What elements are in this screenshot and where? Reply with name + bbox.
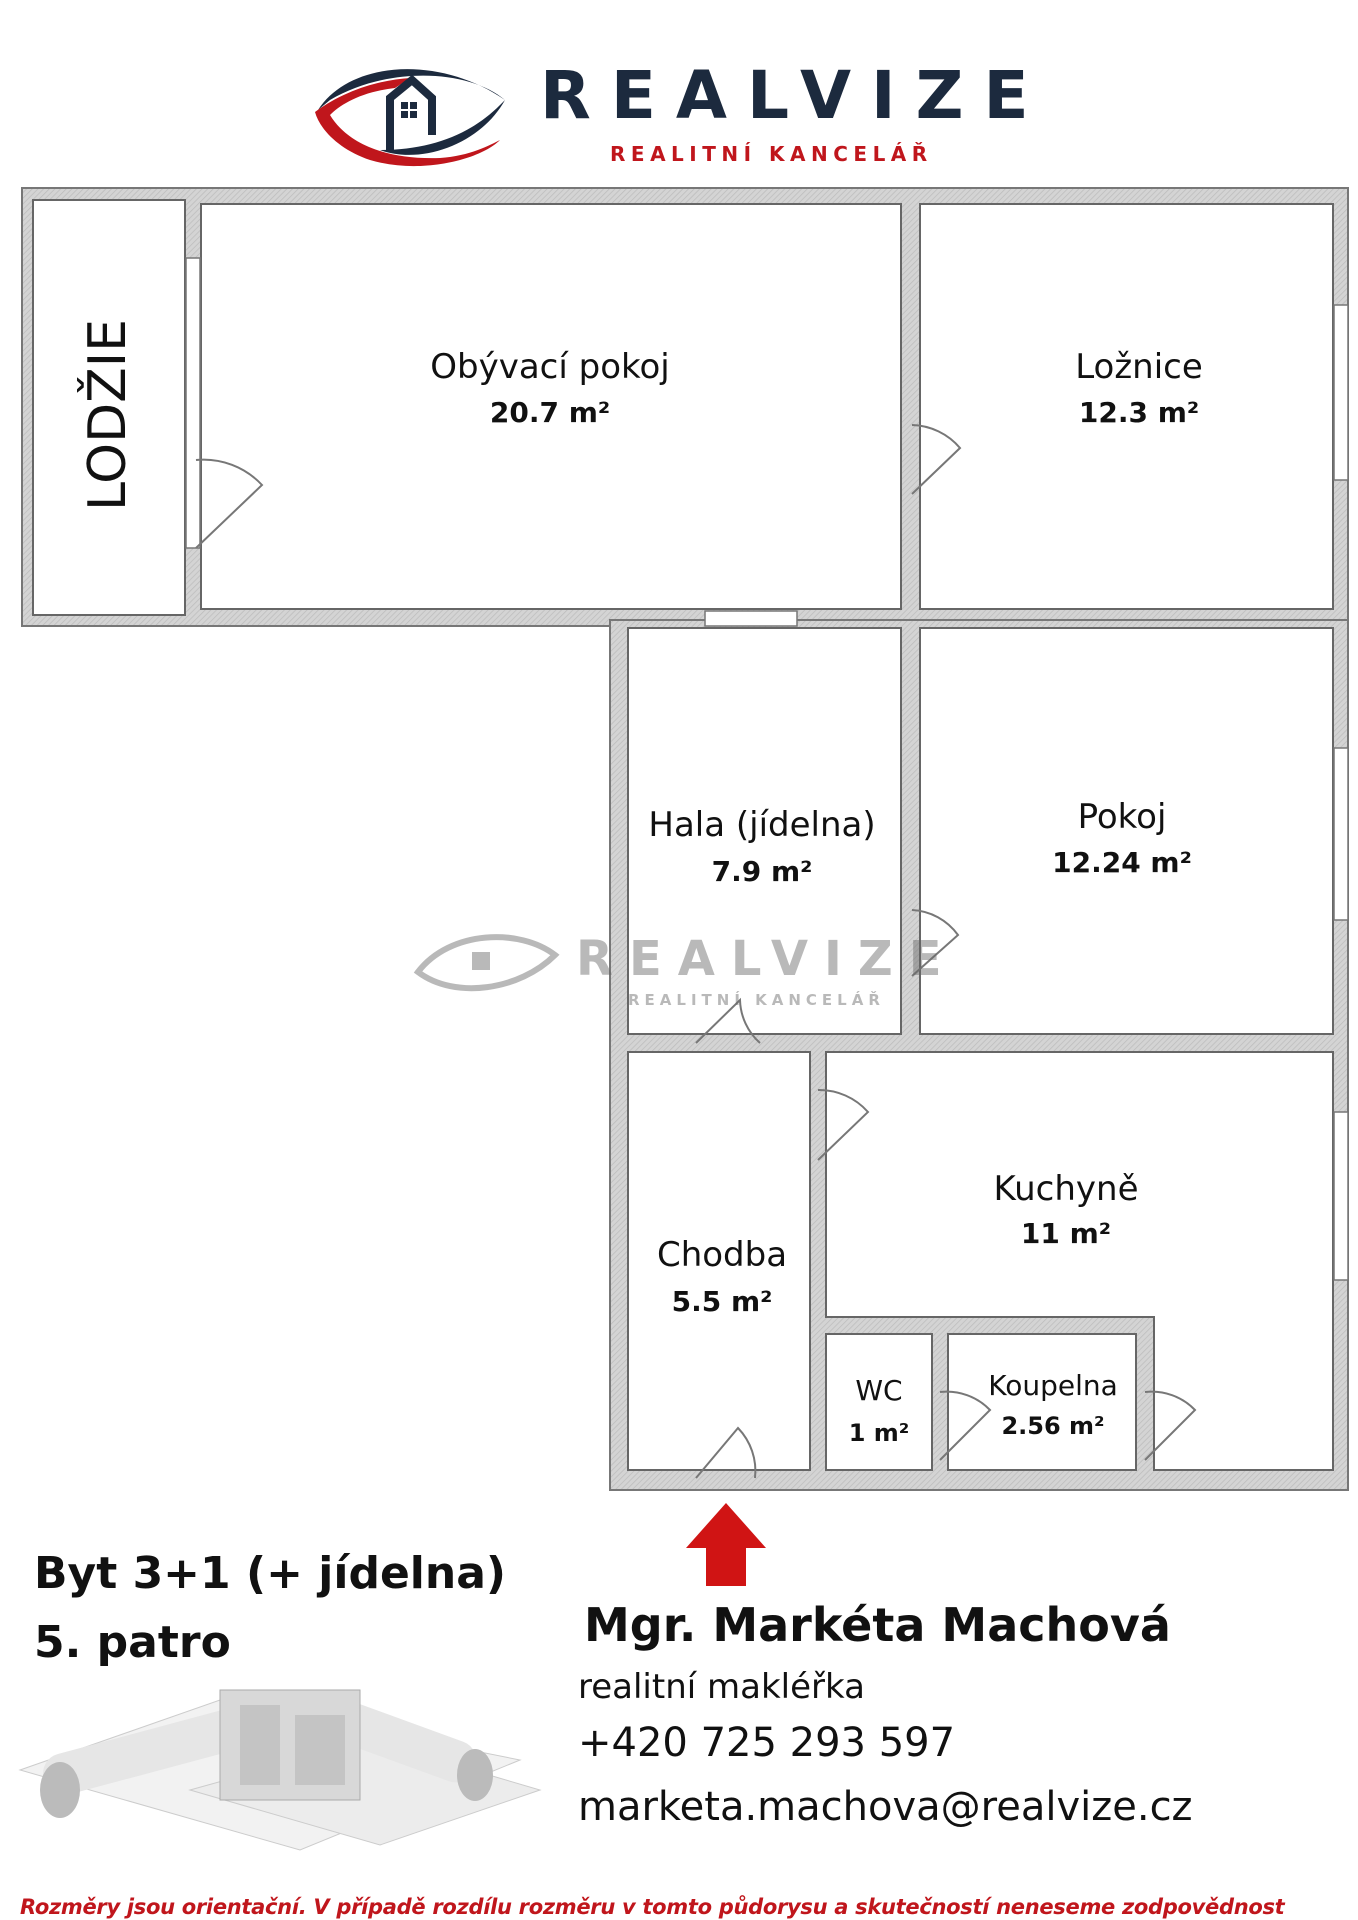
disclaimer: Rozměry jsou orientační. V případě rozdí…: [20, 1895, 1285, 1919]
room-label-kuchyne: Kuchyně: [994, 1169, 1139, 1209]
room-area-hala: 7.9 m²: [712, 855, 813, 888]
window: [1333, 747, 1349, 921]
room-area-kuchyne: 11 m²: [1021, 1217, 1111, 1250]
agent-role: realitní makléřka: [578, 1667, 865, 1707]
room-area-loznice: 12.3 m²: [1079, 396, 1199, 429]
door-icon: [1144, 1390, 1197, 1461]
watermark-tagline: REALITNÍ KANCELÁŘ: [628, 990, 885, 1009]
rooms: [32, 199, 1334, 1471]
window: [1333, 1111, 1349, 1281]
entrance-arrow-icon: [686, 1503, 766, 1586]
window: [704, 610, 798, 627]
room-loznice: [919, 203, 1334, 610]
room-obyvaci-pokoj: [200, 203, 902, 610]
room-area-wc: 1 m²: [849, 1419, 910, 1447]
agent-phone[interactable]: +420 725 293 597: [578, 1720, 956, 1766]
window: [1333, 304, 1349, 481]
eye-house-icon: [315, 69, 505, 167]
room-hala: [627, 627, 902, 1035]
door-swings: [195, 424, 1197, 1479]
door-icon: [911, 424, 962, 495]
agent-email[interactable]: marketa.machova@realvize.cz: [578, 1784, 1193, 1830]
eye-watermark-icon: [413, 934, 560, 992]
door-icon: [939, 1390, 992, 1461]
watermark: REALVIZE REALITNÍ KANCELÁŘ: [413, 931, 957, 1009]
room-kuchyne: [825, 1051, 1334, 1471]
room-chodba: [627, 1051, 811, 1471]
door-icon: [195, 458, 264, 549]
room-area-koupelna: 2.56 m²: [1001, 1412, 1104, 1440]
openings: [185, 257, 1349, 1281]
room-label-chodba: Chodba: [657, 1235, 787, 1275]
room-wc: [825, 1333, 933, 1471]
balcony-door: [185, 257, 201, 549]
room-area-chodba: 5.5 m²: [672, 1285, 773, 1318]
room-label-wc: WC: [855, 1374, 902, 1407]
watermark-brand: REALVIZE: [576, 931, 957, 987]
agent-name: Mgr. Markéta Machová: [584, 1598, 1171, 1652]
room-label-hala: Hala (jídelna): [648, 805, 875, 845]
listing-floor: 5. patro: [34, 1617, 231, 1668]
logo-tagline: REALITNÍ KANCELÁŘ: [610, 142, 933, 166]
room-area-obyvaci: 20.7 m²: [490, 396, 610, 429]
door-icon: [817, 1088, 870, 1161]
listing-type: Byt 3+1 (+ jídelna): [34, 1548, 506, 1599]
door-icon: [695, 1426, 757, 1479]
logo-brand: REALVIZE: [540, 57, 1049, 134]
room-koupelna: [947, 1333, 1137, 1471]
lodzie-label: LODŽIE: [77, 319, 138, 511]
room-label-koupelna: Koupelna: [988, 1369, 1118, 1402]
door-icon: [695, 997, 761, 1044]
door-icon: [911, 909, 960, 977]
room-label-obyvaci: Obývací pokoj: [430, 347, 669, 387]
room-lodzie: [32, 199, 186, 616]
room-pokoj: [919, 627, 1334, 1035]
room-label-pokoj: Pokoj: [1078, 797, 1167, 837]
room-area-pokoj: 12.24 m²: [1052, 846, 1192, 879]
room-label-loznice: Ložnice: [1075, 347, 1203, 387]
blueprint-illustration: [18, 1689, 542, 1851]
realvize-logo: REALVIZE REALITNÍ KANCELÁŘ: [315, 57, 1049, 167]
